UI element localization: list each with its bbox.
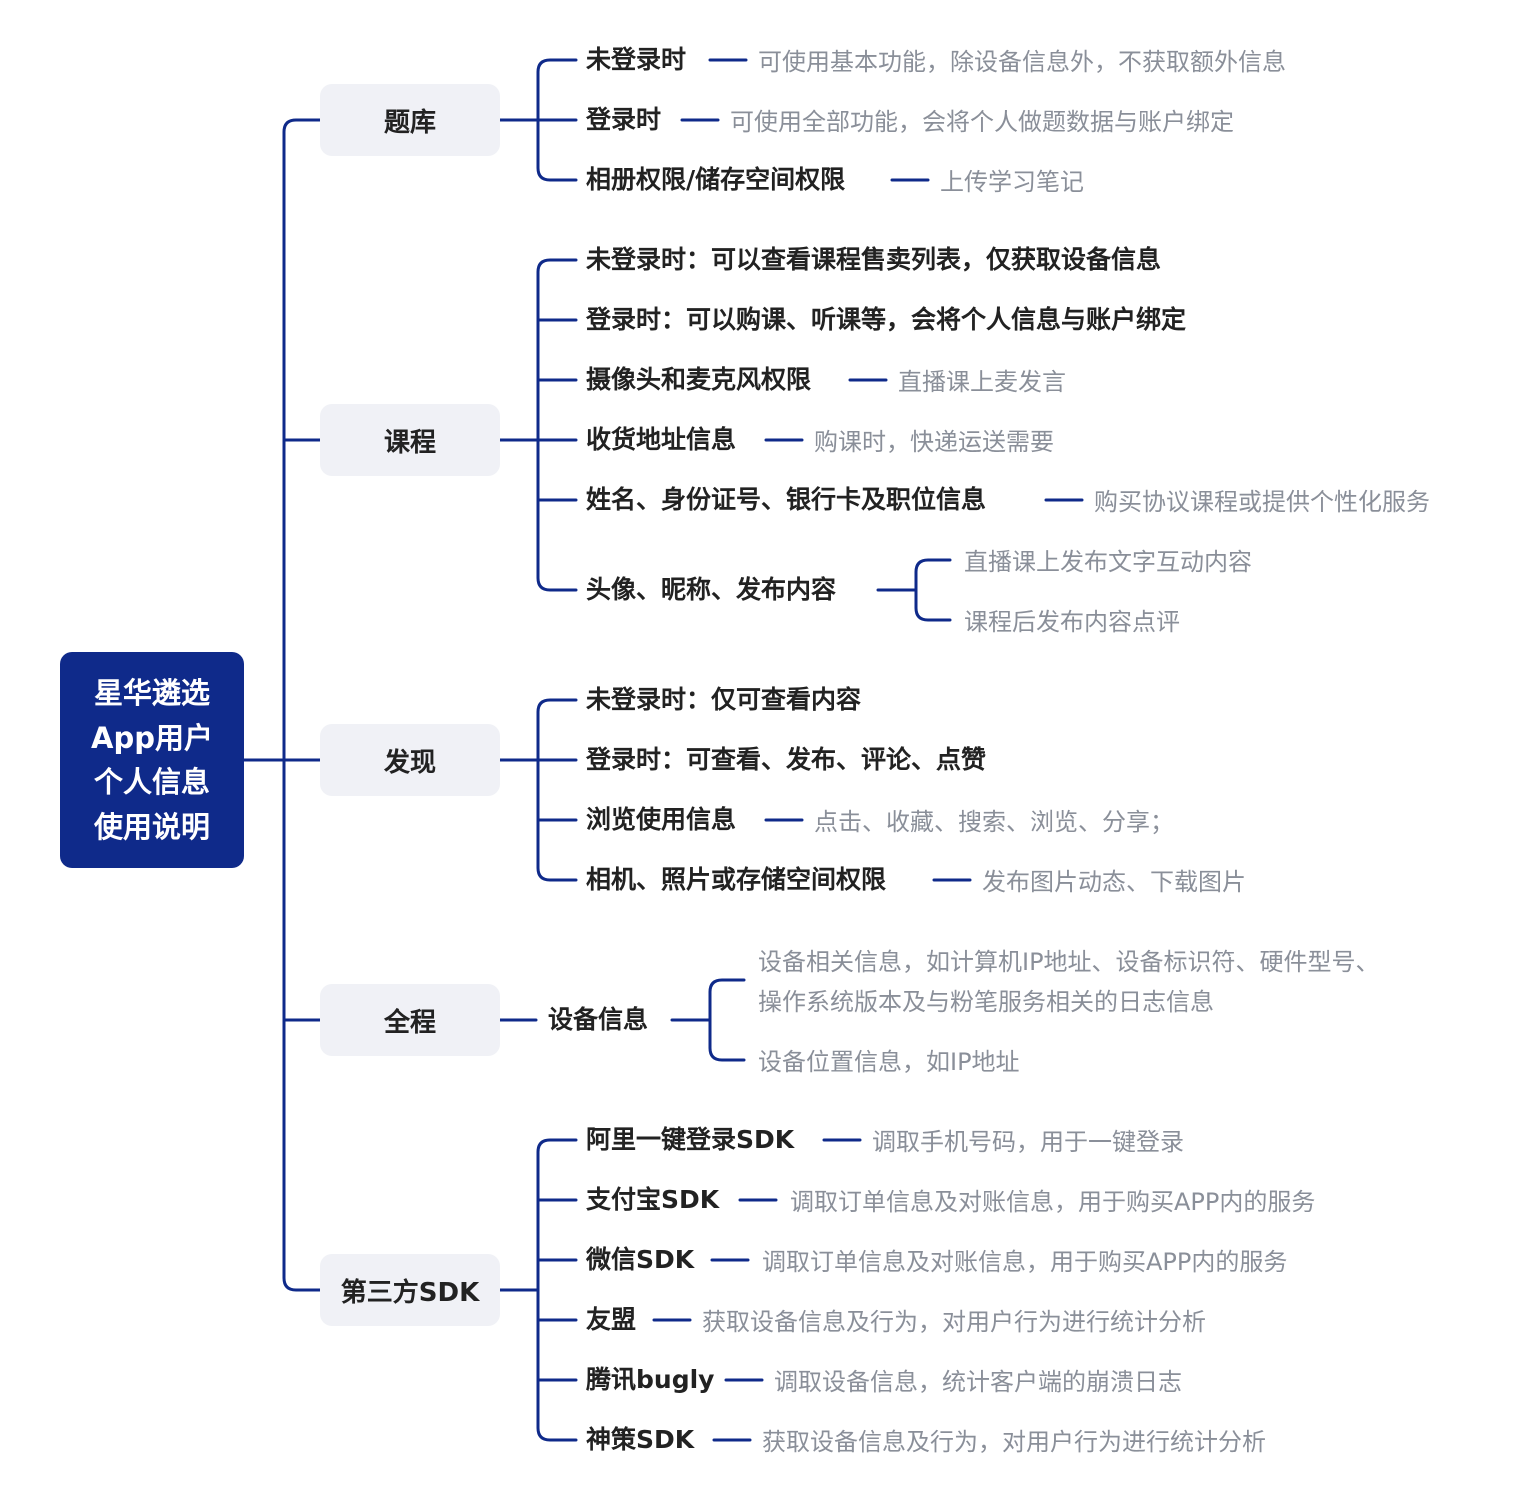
root-node: 星华遴选 App用户 个人信息 使用说明 <box>60 652 244 868</box>
root-title-line: App用户 <box>91 720 213 755</box>
item-title: 登录时 <box>586 105 662 134</box>
item-desc: 购买协议课程或提供个性化服务 <box>1094 488 1430 516</box>
item-desc: 设备相关信息，如计算机IP地址、设备标识符、硬件型号、 <box>758 948 1380 976</box>
item-title: 姓名、身份证号、银行卡及职位信息 <box>586 485 987 514</box>
item-title: 收货地址信息 <box>586 425 737 454</box>
item-title: 登录时：可以购课、听课等，会将个人信息与账户绑定 <box>586 305 1187 334</box>
item-title: 未登录时：可以查看课程售卖列表，仅获取设备信息 <box>586 245 1162 274</box>
root-title-line: 个人信息 <box>93 765 210 799</box>
item-desc: 调取订单信息及对账信息，用于购买APP内的服务 <box>762 1248 1288 1276</box>
item-title: 未登录时：仅可查看内容 <box>586 685 862 714</box>
item-desc: 调取手机号码，用于一键登录 <box>872 1128 1184 1156</box>
item-title: 登录时：可查看、发布、评论、点赞 <box>586 745 987 774</box>
item-title: 阿里一键登录SDK <box>586 1125 795 1154</box>
item-desc: 可使用基本功能，除设备信息外，不获取额外信息 <box>758 48 1286 76</box>
item-title: 神策SDK <box>586 1425 695 1454</box>
root-title-line: 星华遴选 <box>93 676 210 710</box>
item-desc: 课程后发布内容点评 <box>964 608 1180 636</box>
item-title: 微信SDK <box>586 1245 695 1274</box>
item-title: 摄像头和麦克风权限 <box>586 365 812 394</box>
item-desc: 可使用全部功能，会将个人做题数据与账户绑定 <box>730 108 1234 136</box>
category-kecheng: 课程 <box>320 404 500 476</box>
item-desc: 发布图片动态、下载图片 <box>982 868 1246 896</box>
item-title: 相机、照片或存储空间权限 <box>586 865 887 894</box>
item-desc: 获取设备信息及行为，对用户行为进行统计分析 <box>702 1308 1206 1336</box>
root-title-line: 使用说明 <box>93 809 210 844</box>
category-third-party-sdk: 第三方SDK <box>320 1254 500 1326</box>
item-desc: 点击、收藏、搜索、浏览、分享； <box>814 808 1174 836</box>
item-desc: 上传学习笔记 <box>940 168 1084 196</box>
item-desc: 购课时，快递运送需要 <box>814 428 1054 456</box>
category-spine <box>282 118 322 1292</box>
item-desc: 直播课上麦发言 <box>898 368 1066 396</box>
item-desc: 调取设备信息，统计客户端的崩溃日志 <box>774 1368 1182 1396</box>
item-title: 浏览使用信息 <box>586 805 737 834</box>
item-desc: 设备位置信息，如IP地址 <box>758 1048 1020 1076</box>
item-title: 设备信息 <box>548 1005 649 1034</box>
item-title: 友盟 <box>586 1305 637 1334</box>
item-desc: 操作系统版本及与粉笔服务相关的日志信息 <box>758 988 1214 1016</box>
item-desc: 调取订单信息及对账信息，用于购买APP内的服务 <box>790 1188 1316 1216</box>
category-quancheng: 全程 <box>320 984 500 1056</box>
item-title: 相册权限/储存空间权限 <box>586 165 846 194</box>
item-title: 头像、昵称、发布内容 <box>586 575 837 604</box>
item-title: 未登录时 <box>586 45 687 74</box>
item-title: 腾讯bugly <box>586 1365 715 1394</box>
item-desc: 直播课上发布文字互动内容 <box>964 548 1252 576</box>
item-title: 支付宝SDK <box>586 1185 720 1214</box>
item-desc: 获取设备信息及行为，对用户行为进行统计分析 <box>762 1428 1266 1456</box>
category-tiku: 题库 <box>320 84 500 156</box>
category-faxian: 发现 <box>320 724 500 796</box>
